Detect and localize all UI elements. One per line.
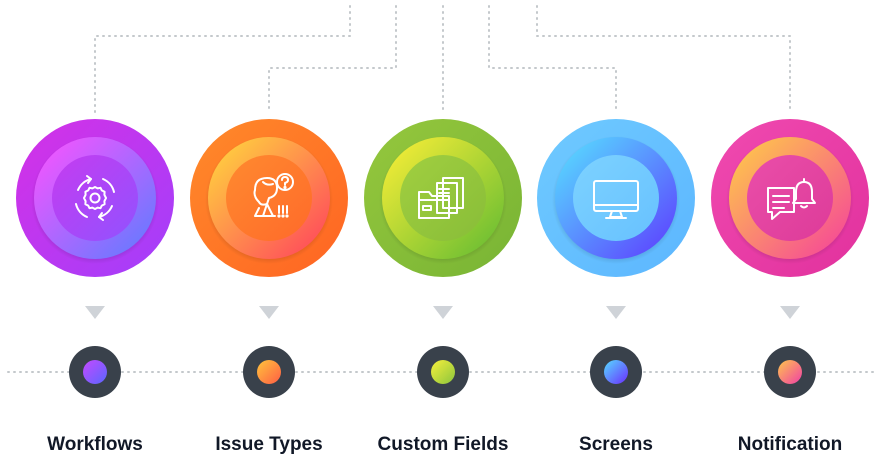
step-circle-5: [710, 118, 870, 278]
step-label-5: Notification: [737, 434, 843, 455]
timeline-dot-fill: [257, 360, 281, 384]
down-arrow-icon: [780, 306, 800, 319]
workflow-gear-icon: [75, 175, 115, 221]
step-label-3: Custom Fields: [377, 434, 509, 455]
folder-documents-icon: [418, 177, 464, 219]
timeline-dot-5: [764, 346, 816, 398]
timeline-dot-fill: [604, 360, 628, 384]
step-circle-2: [189, 118, 349, 278]
step-column-1: Workflows: [7, 0, 183, 458]
timeline-dot-4: [590, 346, 642, 398]
down-arrow-icon: [433, 306, 453, 319]
step-circle-1: [15, 118, 175, 278]
step-label-4: Screens: [579, 434, 653, 455]
timeline-dot-fill: [431, 360, 455, 384]
timeline-dot-fill: [83, 360, 107, 384]
step-circle-4: [536, 118, 696, 278]
step-label-2: Issue Types: [215, 434, 323, 455]
chat-bell-icon: [767, 178, 816, 220]
timeline-dot-1: [69, 346, 121, 398]
step-column-5: Notification: [702, 0, 878, 458]
step-column-2: Issue Types: [181, 0, 357, 458]
timeline-dot-fill: [778, 360, 802, 384]
step-column-4: Screens: [528, 0, 704, 458]
timeline-dot-2: [243, 346, 295, 398]
timeline-dot-3: [417, 346, 469, 398]
confused-person-icon: [253, 173, 294, 218]
down-arrow-icon: [606, 306, 626, 319]
step-label-1: Workflows: [47, 434, 143, 455]
down-arrow-icon: [259, 306, 279, 319]
step-column-3: Custom Fields: [355, 0, 531, 458]
monitor-icon: [593, 180, 639, 219]
down-arrow-icon: [85, 306, 105, 319]
step-circle-3: [363, 118, 523, 278]
